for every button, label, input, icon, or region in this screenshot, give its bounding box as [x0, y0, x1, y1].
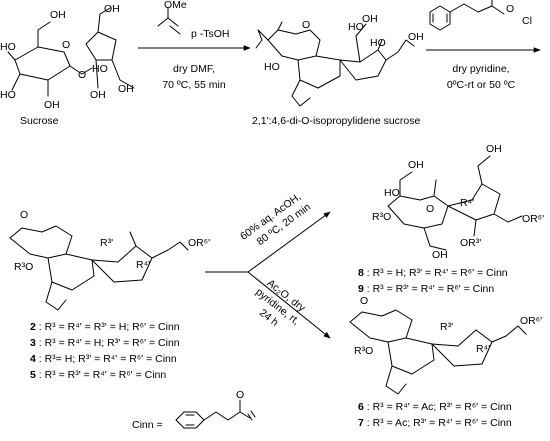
r-bottom-r3o: R³O — [354, 345, 373, 357]
step2-solvent: dry pyridine, — [452, 63, 509, 75]
sucrose-structure: OH HO HO OH O O OH HO OH OH — [0, 3, 135, 111]
intermediate-ho-3: HO — [264, 61, 280, 73]
compounds-6-7-structure: O R³' R³O R⁴' OR⁶' — [349, 295, 542, 395]
compound-2-row: 2 : R³ = R⁴' = R³' = H; R⁶' = Cinn — [30, 321, 180, 333]
intermediate-ho-3prime: HO — [348, 21, 364, 33]
sucrose-oh-2: OH — [44, 99, 60, 111]
reagent-cinnamoyl-chloride: O Cl — [429, 0, 532, 31]
compound-list-right-top: 8 : R³ = H; R³' = R⁴' = R⁶' = Cinn 9 : R… — [358, 267, 508, 295]
r-bottom-o-top: O — [360, 295, 368, 307]
sucrose-ho-4: HO — [0, 41, 16, 53]
left-or6prime: OR⁶' — [188, 237, 210, 249]
diisopropylidene-sucrose-structure: O HO OH HO HO OH — [255, 13, 424, 107]
compound-7-row: 7 : R³ = Ac; R³' = R⁴' = R⁶' = Cinn — [358, 417, 512, 429]
sucrose-ring-o: O — [62, 39, 70, 51]
r-top-or6prime: OR⁶' — [522, 213, 544, 225]
intermediate-ring-o: O — [302, 19, 310, 31]
cinn-label: Cinn = — [132, 419, 163, 431]
methoxy-label: OMe — [164, 0, 187, 11]
reagent-2-methoxypropene: OMe — [157, 0, 187, 35]
sucrose-oh-1prime: OH — [104, 3, 120, 15]
conditions-upper: 60% aq. AcOH, 80 ºC, 20 min — [238, 191, 313, 248]
left-o-top: O — [20, 209, 28, 221]
sucrose-oh-6prime: OH — [118, 83, 134, 95]
cinnamoyl-structure: O — [175, 389, 256, 429]
step1-catalyst: p -TsOH — [191, 28, 230, 40]
branch-arrow-lower — [247, 271, 331, 339]
left-r4prime: R⁴' — [136, 259, 150, 271]
step1-temp-time: 70 ºC, 55 min — [162, 79, 226, 91]
compounds-2-5-structure: O R³' R³O R⁴' OR⁶' — [9, 209, 210, 311]
compound-list-right-bottom: 6 : R³ = R⁴' = Ac; R³' = R⁶' = Cinn 7 : … — [358, 401, 512, 429]
r-top-or3prime: OR³' — [460, 237, 481, 249]
sucrose-oh-4prime: OH — [90, 89, 106, 101]
intermediate-label: 2,1':4,6-di-O-isopropylidene sucrose — [252, 115, 420, 127]
r-top-o: O — [426, 203, 434, 215]
compound-5-row: 5 : R³ = R³' = R⁴' = R⁶' = Cinn — [30, 369, 166, 381]
compound-9-row: 9 : R³ = R³' = R⁴' = R⁶' = Cinn — [358, 283, 494, 295]
sucrose-ho-3: HO — [0, 89, 16, 101]
acid-chloride-o: O — [506, 3, 514, 15]
r-top-oh-2: OH — [432, 249, 448, 261]
compound-list-left: 2 : R³ = R⁴' = R³' = H; R⁶' = Cinn 3 : R… — [30, 321, 180, 381]
r-top-r3o: R³O — [372, 211, 391, 223]
sucrose-ho-3prime: HO — [92, 63, 108, 75]
r-top-r4prime: R⁴' — [460, 197, 474, 209]
sucrose-glycosidic-o: O — [78, 69, 86, 81]
intermediate-oh-6prime: OH — [408, 31, 424, 43]
sucrose-oh-6: OH — [50, 9, 66, 21]
cinn-o: O — [236, 389, 244, 401]
intermediate-ho: HO — [370, 37, 386, 49]
r-top-ho-4: HO — [384, 187, 400, 199]
left-r3prime: R³' — [100, 237, 113, 249]
sucrose-label: Sucrose — [20, 115, 59, 127]
r-bottom-r4prime: R⁴' — [476, 343, 490, 355]
conditions-lower: Ac₂O, dry pyridine, rt, 24 h — [253, 277, 308, 329]
compound-3-row: 3 : R³ = R⁴' = H; R³' = R⁶' = Cinn — [30, 337, 180, 349]
compound-6-row: 6 : R³ = R⁴' = Ac; R³' = R⁶' = Cinn — [358, 401, 512, 413]
branch-arrow-upper — [247, 211, 331, 273]
attachment-wavy-bond — [247, 410, 256, 421]
r-top-oh-1prime: OH — [486, 143, 502, 155]
step2-temp: 0ºC-rt or 50 ºC — [447, 79, 516, 91]
compounds-8-9-structure: OH HO R³O O OH R⁴' OR⁶' OR³' OH — [372, 143, 544, 261]
intermediate-oh-4prime: OH — [362, 13, 378, 25]
compound-8-row: 8 : R³ = H; R³' = R⁴' = R⁶' = Cinn — [358, 267, 508, 279]
left-r3o: R³O — [14, 261, 33, 273]
r-bottom-or6prime: OR⁶' — [520, 315, 542, 327]
acid-chloride-cl: Cl — [522, 15, 532, 27]
step1-solvent: dry DMF, — [173, 63, 215, 75]
r-top-oh-6: OH — [408, 159, 424, 171]
r-bottom-r3prime: R³' — [440, 321, 453, 333]
compound-4-row: 4 : R³= H; R³' = R⁴' = R⁶' = Cinn — [30, 353, 177, 365]
